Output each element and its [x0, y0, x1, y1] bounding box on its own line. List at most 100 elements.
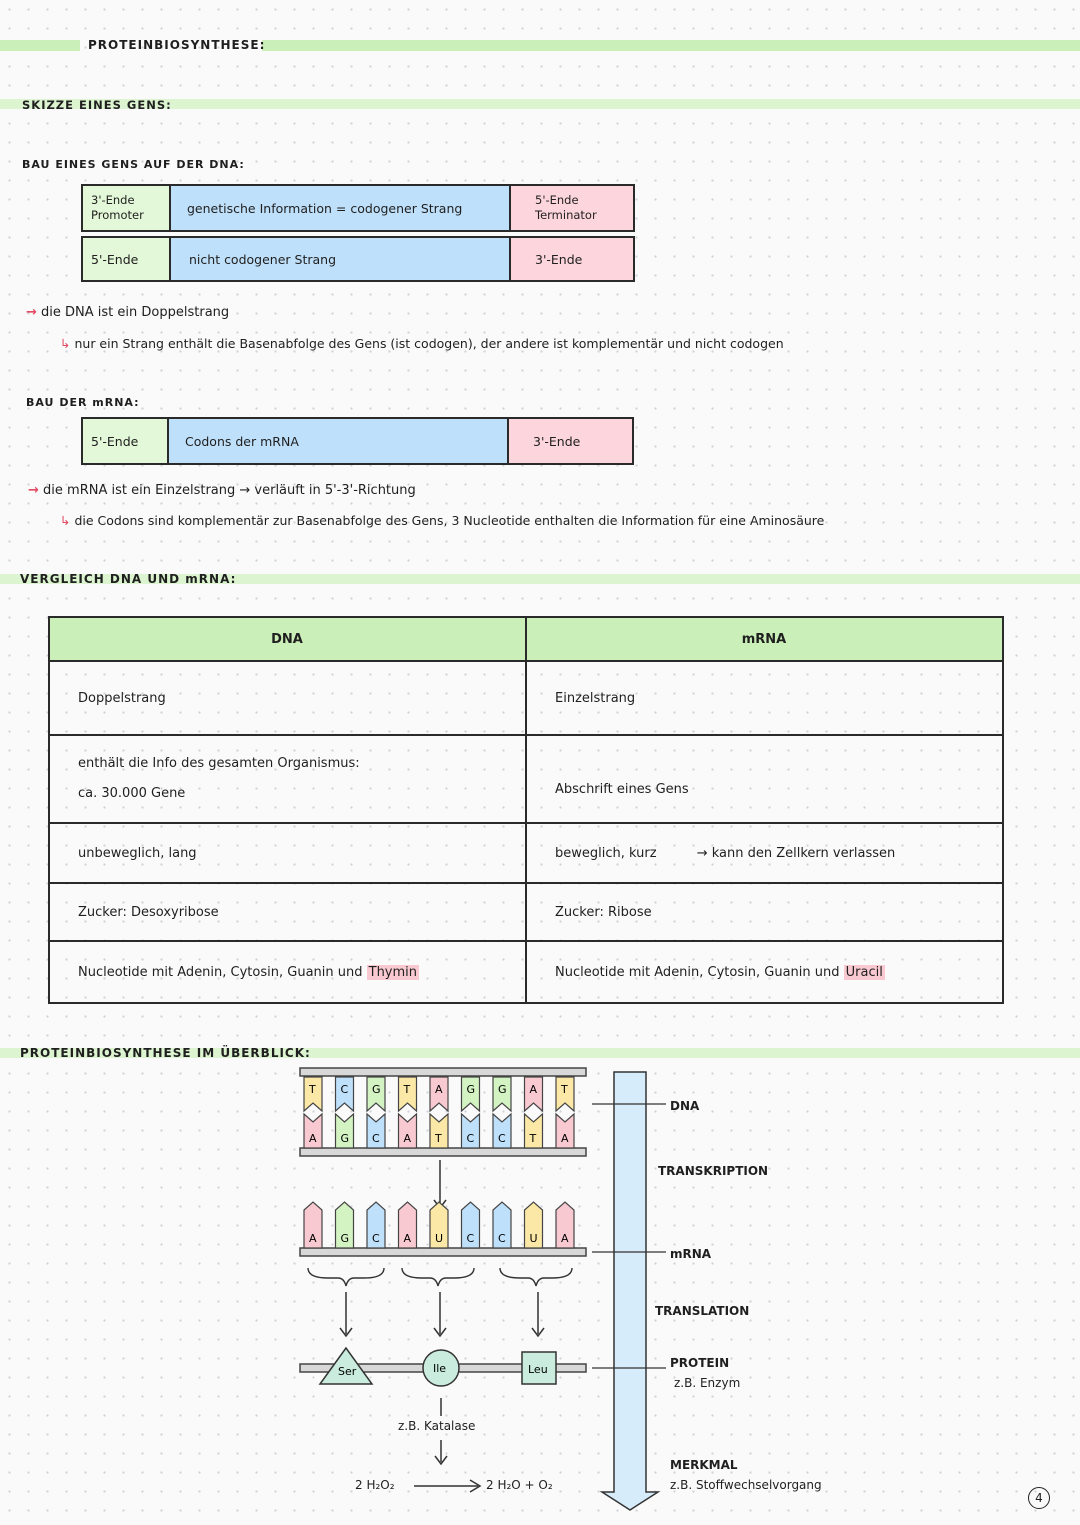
dna-bottom-base-2 [366, 1112, 386, 1149]
aa-label-leu: Leu [528, 1363, 548, 1376]
dna-bottom-base-3 [397, 1112, 418, 1149]
dna-bottom-base-label-7: T [529, 1132, 537, 1145]
dna-top-base-label-0: T [308, 1083, 316, 1096]
mrna-base-label-6: C [498, 1232, 506, 1245]
dna-bottom-base-label-0: A [309, 1132, 317, 1145]
dna-top-base-1 [334, 1076, 355, 1113]
hook-arrow-icon: ↳ [60, 513, 71, 528]
comparison-highlight [0, 574, 1080, 584]
mrna-build-heading: BAU DER mRNA: [26, 396, 140, 409]
strand2-right: 3'-Ende [509, 238, 633, 280]
mrna-base-label-7: U [530, 1232, 538, 1245]
mrna-base-label-3: A [404, 1232, 412, 1245]
mrna-base-8 [555, 1201, 575, 1249]
side-label-dna: DNA [670, 1099, 700, 1113]
dna-bottom-base-label-8: A [561, 1132, 569, 1145]
process-arrow [599, 1071, 661, 1511]
dna-top-base-6 [492, 1076, 512, 1113]
mrna-right: 3'-Ende [507, 419, 632, 463]
dna-bottom-base-label-5: C [467, 1132, 475, 1145]
page-title: PROTEINBIOSYNTHESE: [88, 38, 266, 52]
mrna-base-0 [303, 1201, 323, 1249]
table-row: Doppelstrang Einzelstrang [48, 660, 1004, 736]
mrna-base-label-0: A [309, 1232, 317, 1245]
leu-square [521, 1351, 557, 1385]
side-label-transcription: TRANSKRIPTION [658, 1164, 769, 1178]
dna-top-base-label-6: G [498, 1083, 507, 1096]
side-label-protein: PROTEIN [670, 1356, 730, 1370]
mrna-note-2: ↳ die Codons sind komplementär zur Basen… [60, 513, 825, 528]
title-highlight-left [0, 40, 80, 51]
dna-top-base-label-4: A [435, 1083, 443, 1096]
dna-bottom-base-label-2: C [372, 1132, 380, 1145]
strand2-middle: nicht codogener Strang [171, 238, 509, 280]
comparison-heading: VERGLEICH DNA UND mRNA: [20, 572, 237, 586]
dna-bottom-base-1 [334, 1112, 355, 1149]
dna-bottom-base-label-1: G [341, 1132, 350, 1145]
dna-bottom-base-label-3: A [404, 1132, 412, 1145]
arrow-icon: → [28, 483, 39, 498]
dna-bottom-base-5 [460, 1112, 481, 1149]
mrna-base-label-8: A [561, 1232, 569, 1245]
title-highlight-right [262, 40, 1080, 51]
sketch-heading: SKIZZE EINES GENS: [22, 98, 172, 112]
table-row: Zucker: Desoxyribose Zucker: Ribose [48, 882, 1004, 942]
dna-top-base-0 [303, 1076, 323, 1113]
dna-top-base-7 [523, 1076, 544, 1113]
codogenic-strand-box: 3'-Ende Promoter genetische Information … [81, 184, 635, 232]
ser-triangle [318, 1346, 374, 1385]
dna-top-base-3 [397, 1076, 418, 1113]
side-label-translation: TRANSLATION [655, 1304, 750, 1318]
dna-top-base-4 [429, 1076, 449, 1113]
dna-bottom-base-label-4: T [434, 1132, 442, 1145]
col-header-dna: DNA [48, 616, 527, 662]
overview-heading: PROTEINBIOSYNTHESE IM ÜBERBLICK: [20, 1046, 311, 1060]
aa-label-ser: Ser [338, 1365, 357, 1378]
comparison-table: DNA mRNA Doppelstrang Einzelstrang enthä… [48, 616, 1004, 1004]
dna-note-1: → die DNA ist ein Doppelstrang [26, 305, 230, 320]
mrna-base-7 [523, 1201, 544, 1249]
dna-bottom-base-7 [523, 1112, 544, 1149]
mrna-left: 5'-Ende [83, 419, 169, 463]
dna-note-2: ↳ nur ein Strang enthält die Basenabfolg… [60, 336, 784, 351]
dna-bottom-base-4 [429, 1112, 449, 1149]
arrow-icon: → [26, 305, 37, 320]
aa-label-ile: Ile [433, 1362, 446, 1375]
page-number: 4 [1028, 1487, 1050, 1509]
col-header-mrna: mRNA [525, 616, 1004, 662]
side-label-mrna: mRNA [670, 1247, 712, 1261]
reaction-left: 2 H₂O₂ [355, 1478, 395, 1492]
mrna-base-5 [460, 1201, 481, 1249]
reaction-right: 2 H₂O + O₂ [486, 1478, 553, 1492]
mrna-strand-box: 5'-Ende Codons der mRNA 3'-Ende [81, 417, 634, 465]
mrna-base-label-4: U [435, 1232, 443, 1245]
hook-arrow-icon: ↳ [60, 336, 71, 351]
dna-top-base-label-8: T [560, 1083, 568, 1096]
dna-top-base-label-2: G [372, 1083, 381, 1096]
dna-bottom-base-8 [555, 1112, 575, 1149]
strand1-promoter: 3'-Ende Promoter [83, 186, 171, 230]
sketch-highlight [0, 99, 1080, 109]
dna-top-base-label-5: G [467, 1083, 476, 1096]
mrna-base-3 [397, 1201, 418, 1249]
noncodogenic-strand-box: 5'-Ende nicht codogener Strang 3'-Ende [81, 236, 635, 282]
side-label-trait-example: z.B. Stoffwechselvorgang [670, 1478, 822, 1492]
dna-top-base-label-7: A [530, 1083, 538, 1096]
strand2-left: 5'-Ende [83, 238, 171, 280]
table-row: unbeweglich, lang beweglich, kurz → kann… [48, 822, 1004, 884]
mrna-base-label-1: G [341, 1232, 350, 1245]
mrna-base-label-2: C [372, 1232, 380, 1245]
dna-top-base-8 [555, 1076, 575, 1113]
mrna-base-4 [429, 1201, 449, 1249]
table-row: Nucleotide mit Adenin, Cytosin, Guanin u… [48, 940, 1004, 1004]
side-label-protein-example: z.B. Enzym [674, 1376, 741, 1390]
dna-top-base-label-1: C [341, 1083, 349, 1096]
dna-build-heading: BAU EINES GENS AUF DER DNA: [22, 158, 245, 171]
dna-top-base-label-3: T [403, 1083, 411, 1096]
dna-bottom-base-6 [492, 1112, 512, 1149]
mrna-base-1 [334, 1201, 355, 1249]
mrna-base-label-5: C [467, 1232, 475, 1245]
mrna-base-6 [492, 1201, 512, 1249]
